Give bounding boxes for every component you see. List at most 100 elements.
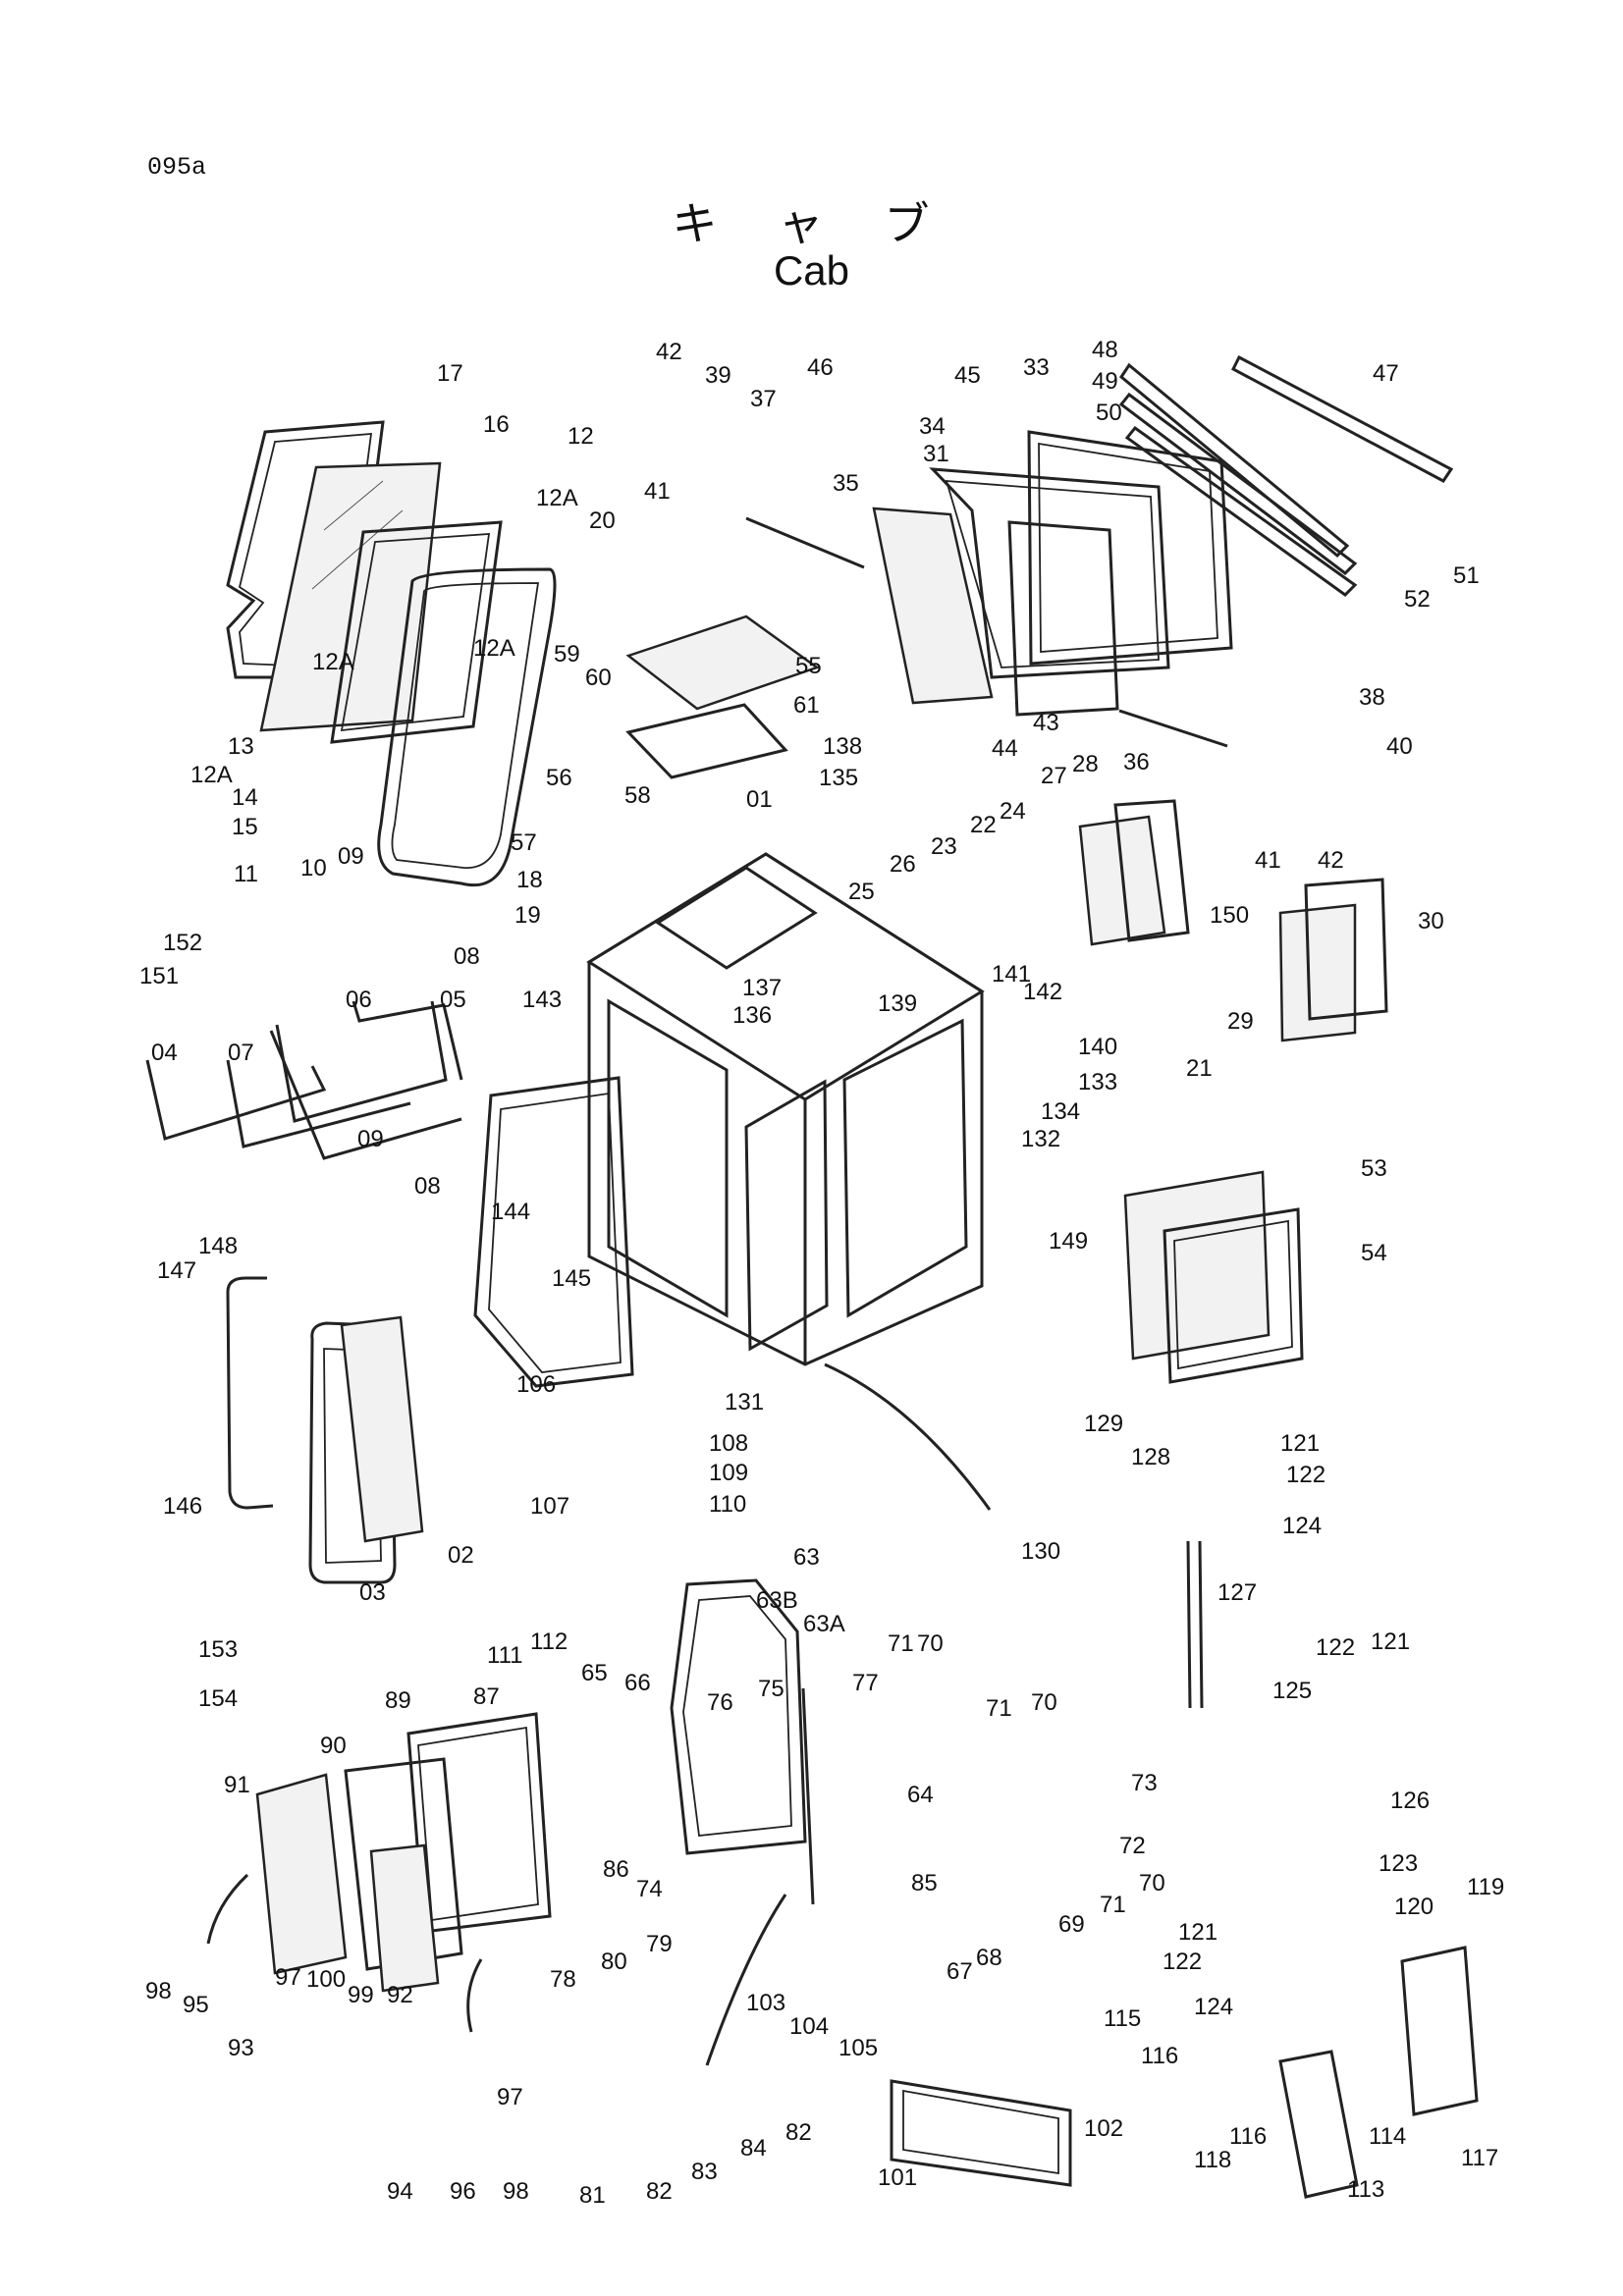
part-callout-72: 72 <box>1119 1833 1146 1859</box>
lower-window-101-102 <box>890 2079 1072 2187</box>
part-callout-123: 123 <box>1379 1850 1418 1877</box>
part-callout-116: 116 <box>1229 2123 1267 2150</box>
part-callout-98: 98 <box>503 2178 529 2205</box>
part-callout-41: 41 <box>644 478 671 505</box>
part-callout-148: 148 <box>198 1233 238 1259</box>
part-callout-114: 114 <box>1369 2123 1406 2150</box>
part-callout-85: 85 <box>911 1870 938 1896</box>
part-callout-90: 90 <box>320 1733 347 1759</box>
part-callout-44: 44 <box>992 735 1018 762</box>
part-callout-77: 77 <box>852 1670 879 1696</box>
part-callout-02: 02 <box>448 1542 474 1569</box>
part-callout-96: 96 <box>450 2178 476 2205</box>
part-callout-67: 67 <box>947 1958 973 1985</box>
part-callout-35: 35 <box>833 470 859 497</box>
part-callout-29: 29 <box>1227 1008 1254 1035</box>
part-callout-64: 64 <box>907 1782 934 1808</box>
part-callout-91: 91 <box>224 1772 250 1798</box>
part-callout-54: 54 <box>1361 1240 1387 1266</box>
part-callout-75: 75 <box>758 1676 784 1702</box>
part-callout-24: 24 <box>1000 798 1026 825</box>
part-callout-84: 84 <box>740 2135 767 2162</box>
part-callout-115: 115 <box>1104 2005 1141 2032</box>
part-callout-26: 26 <box>890 851 916 878</box>
side-window-29-30 <box>1278 878 1388 1042</box>
part-callout-12A: 12A <box>536 485 578 511</box>
part-callout-20: 20 <box>589 507 616 534</box>
part-callout-42: 42 <box>656 339 682 365</box>
part-callout-82: 82 <box>785 2119 812 2146</box>
part-callout-122: 122 <box>1163 1949 1202 1975</box>
plate-113 <box>1278 1946 1479 2199</box>
part-callout-55: 55 <box>795 653 822 679</box>
part-callout-122: 122 <box>1286 1462 1325 1488</box>
side-window-27-28 <box>1078 799 1190 946</box>
part-callout-144: 144 <box>491 1199 530 1225</box>
part-callout-80: 80 <box>601 1949 627 1975</box>
part-callout-60: 60 <box>585 665 612 691</box>
diagram-title-jp: キャブ <box>672 197 991 250</box>
part-callout-71: 71 <box>1100 1892 1126 1918</box>
part-callout-143: 143 <box>522 987 562 1013</box>
part-callout-146: 146 <box>163 1493 202 1520</box>
part-callout-63B: 63B <box>756 1587 798 1614</box>
part-callout-18: 18 <box>516 867 543 893</box>
part-callout-45: 45 <box>954 362 981 389</box>
part-callout-130: 130 <box>1021 1538 1060 1565</box>
part-callout-81: 81 <box>579 2182 606 2209</box>
rails-47-50 <box>1118 354 1454 597</box>
part-callout-79: 79 <box>646 1931 673 1957</box>
roof-hatch <box>625 614 820 779</box>
part-callout-16: 16 <box>483 411 510 438</box>
part-callout-149: 149 <box>1049 1228 1088 1255</box>
part-callout-78: 78 <box>550 1966 576 1993</box>
part-callout-17: 17 <box>437 360 463 387</box>
part-callout-50: 50 <box>1096 400 1122 426</box>
part-callout-152: 152 <box>163 930 202 956</box>
part-callout-147: 147 <box>157 1257 196 1284</box>
part-callout-39: 39 <box>705 362 731 389</box>
part-callout-116: 116 <box>1141 2043 1178 2069</box>
part-callout-98: 98 <box>145 1978 172 2004</box>
door-glass-left <box>308 1315 424 1584</box>
part-callout-106: 106 <box>516 1371 556 1398</box>
handrail-146 <box>226 1276 274 1510</box>
part-callout-11: 11 <box>234 861 258 887</box>
part-callout-03: 03 <box>359 1579 386 1606</box>
part-callout-124: 124 <box>1282 1513 1322 1539</box>
part-callout-61: 61 <box>793 692 820 719</box>
part-callout-12A: 12A <box>473 635 515 662</box>
part-callout-04: 04 <box>151 1040 178 1066</box>
part-callout-28: 28 <box>1072 751 1099 777</box>
part-callout-13: 13 <box>228 733 254 760</box>
part-callout-07: 07 <box>228 1040 254 1066</box>
part-callout-120: 120 <box>1394 1894 1434 1920</box>
part-callout-65: 65 <box>581 1660 608 1686</box>
part-callout-121: 121 <box>1371 1629 1410 1655</box>
part-callout-121: 121 <box>1178 1919 1217 1946</box>
cab-body <box>586 852 985 1366</box>
part-callout-139: 139 <box>878 990 917 1017</box>
part-callout-150: 150 <box>1210 902 1249 929</box>
part-callout-63: 63 <box>793 1544 820 1571</box>
part-callout-82: 82 <box>646 2178 673 2205</box>
part-callout-56: 56 <box>546 765 572 791</box>
part-callout-107: 107 <box>530 1493 569 1520</box>
part-callout-69: 69 <box>1058 1911 1085 1938</box>
part-callout-93: 93 <box>228 2035 254 2061</box>
part-callout-42: 42 <box>1318 847 1344 874</box>
part-callout-74: 74 <box>636 1876 663 1902</box>
part-callout-108: 108 <box>709 1430 748 1457</box>
part-callout-08: 08 <box>414 1173 441 1200</box>
part-callout-119: 119 <box>1467 1874 1504 1900</box>
part-callout-58: 58 <box>624 782 651 809</box>
part-callout-111: 111 <box>487 1642 522 1669</box>
part-callout-71: 71 <box>986 1695 1012 1722</box>
window-seal-20 <box>377 567 557 887</box>
part-callout-112: 112 <box>530 1629 568 1655</box>
front-window-frame <box>330 520 503 744</box>
part-callout-154: 154 <box>198 1685 238 1712</box>
part-callout-25: 25 <box>848 879 875 905</box>
part-callout-41: 41 <box>1255 847 1281 874</box>
